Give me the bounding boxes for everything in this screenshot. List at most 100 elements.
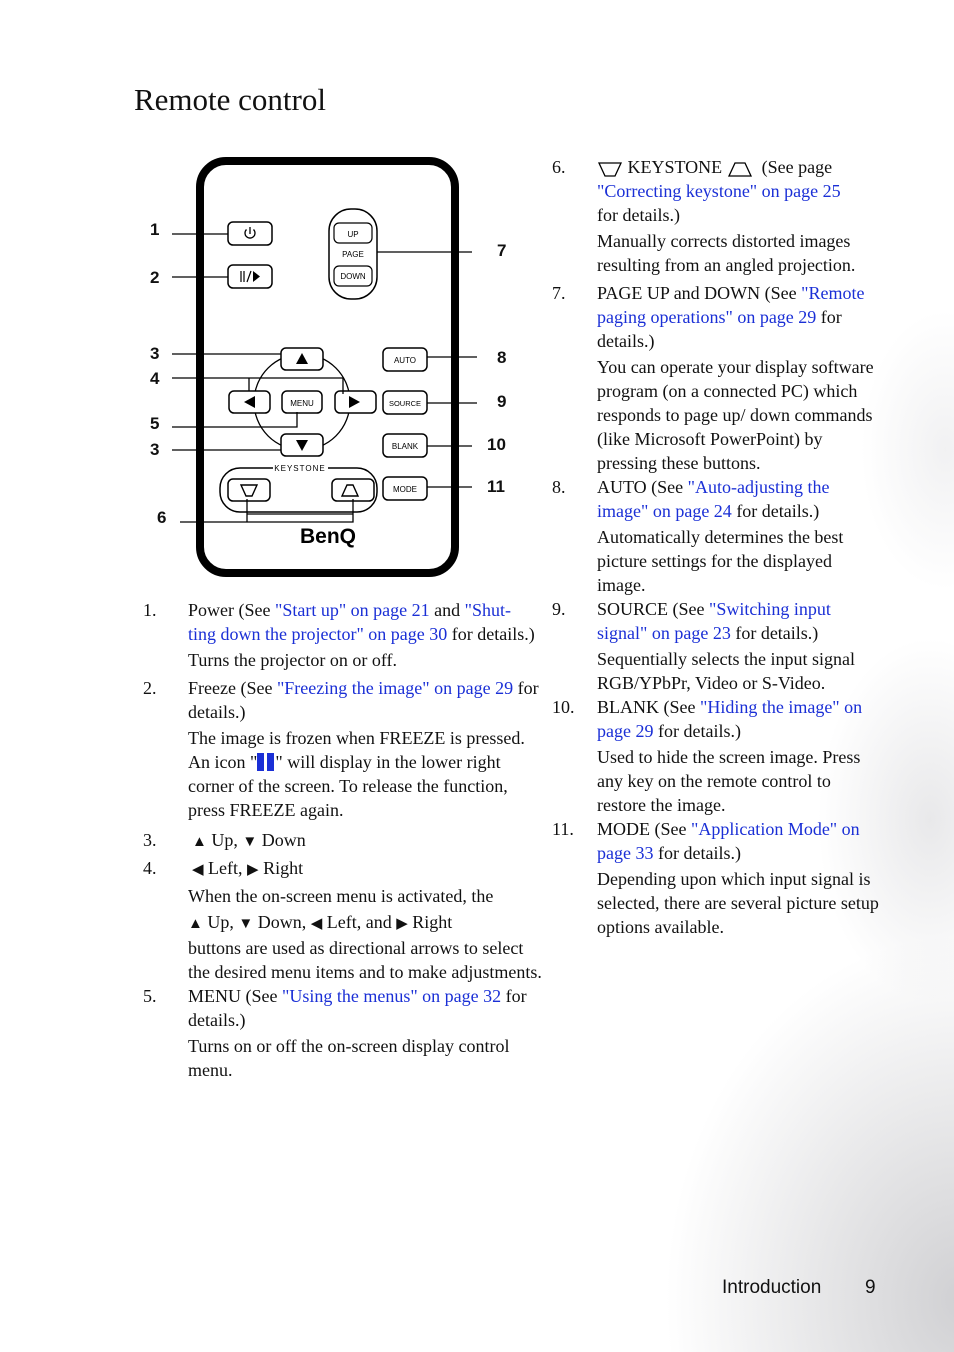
item-6: 6. KEYSTONE (See page "Correcting keysto… (552, 155, 882, 277)
auto-button (382, 347, 428, 372)
item-number: 4. (143, 858, 157, 878)
item-number: 5. (143, 986, 157, 1006)
item-heading-post: for details.) (188, 678, 539, 722)
footer-section: Introduction (722, 1277, 822, 1298)
link-correcting-keystone[interactable]: "Correcting keystone" on page 25 (597, 181, 841, 201)
up-triangle-icon: ▲ (188, 916, 203, 932)
item-description: Manually corrects distorted images resul… (597, 231, 856, 275)
desc-part-2: " will display in the lower right corner… (188, 752, 508, 820)
down-text: Down (257, 912, 302, 932)
item-description: Automatically determines the best pictur… (597, 527, 844, 595)
left-triangle-icon: ◀ (192, 862, 204, 878)
item-description: Turns on or off the on-screen display co… (188, 1036, 510, 1080)
item-10: 10. BLANK (See "Hiding the image" on pag… (552, 695, 882, 817)
item-number: 11. (552, 819, 574, 839)
item-4: 4. ◀ Left, ▶ Right When the on-screen me… (143, 856, 543, 984)
item-heading-post: for details.) (731, 501, 820, 521)
blank-label: BLANK (392, 442, 419, 451)
page-label: PAGE (342, 250, 364, 259)
callout-5: 5 (150, 414, 160, 433)
item-description: Used to hide the screen image. Press any… (597, 747, 861, 815)
power-icon (244, 227, 256, 239)
keystone-down-icon (239, 484, 259, 497)
item-3: 3. ▲ Up, ▼ Down (143, 828, 543, 854)
desc-part-1: The image is frozen when FREEZE is press… (188, 728, 525, 772)
item-1: 1. Power (See "Start up" on page 21 and … (143, 598, 543, 672)
page-title: Remote control (134, 82, 326, 117)
down-triangle-icon: ▼ (242, 834, 258, 850)
item-heading: MODE (See (597, 819, 691, 839)
remote-illustration: UP PAGE DOWN MENU AUTO SOURCE BLANK MODE… (140, 150, 520, 590)
link-remote-paging[interactable]: "Remote paging operations" on page 29 (597, 283, 865, 327)
item-description: Sequentially selects the input signal RG… (597, 649, 855, 693)
down-arrow-icon (296, 440, 308, 451)
item-number: 3. (143, 830, 157, 850)
callout-2: 2 (150, 268, 160, 287)
right-text: Right (412, 912, 453, 932)
item-number: 7. (552, 283, 566, 303)
item-heading: Freeze (See (188, 678, 277, 698)
up-text: Up, (211, 830, 243, 850)
pause-icon (257, 753, 275, 771)
callout-9: 9 (497, 392, 507, 411)
item-number: 6. (552, 157, 566, 177)
keystone-label-bg (273, 462, 328, 474)
direction-line: ▲ Up, ▼ Down, ◀ Left, and ▶ Right (188, 912, 453, 932)
item-heading: (See page (761, 157, 833, 177)
left-arrow-icon (244, 396, 255, 408)
item-description: You can operate your display software pr… (597, 357, 874, 473)
item-heading: MENU (See (188, 986, 282, 1006)
item-description: Depending upon which input signal is sel… (597, 869, 879, 937)
callout-1: 1 (150, 220, 160, 239)
item-heading: Power (See (188, 600, 275, 620)
item-7: 7. PAGE UP and DOWN (See "Remote paging … (552, 281, 882, 475)
auto-label: AUTO (394, 356, 416, 365)
keystone-label: KEYSTONE (274, 464, 325, 473)
menu-button (281, 390, 323, 414)
link-hiding-image[interactable]: "Hiding the image" on page 29 (597, 697, 863, 741)
left-column: 1. Power (See "Start up" on page 21 and … (143, 598, 543, 1082)
callout-8: 8 (497, 348, 507, 367)
and-text: , and (356, 912, 392, 932)
freeze-icon (240, 270, 260, 283)
source-label: SOURCE (389, 399, 421, 408)
callout-lines (172, 233, 477, 523)
callout-7: 7 (497, 241, 507, 260)
remote-drawing: UP PAGE DOWN MENU AUTO SOURCE BLANK MODE… (172, 157, 477, 577)
left-text: Left, (208, 858, 248, 878)
keystone-right-button (331, 478, 375, 502)
keystone-up-icon (727, 162, 752, 177)
right-text: Right (263, 858, 304, 878)
left-triangle-icon: ◀ (310, 916, 323, 932)
callout-3a: 3 (150, 344, 160, 363)
link-switching-input[interactable]: "Switching input signal" on page 23 (597, 599, 831, 643)
item-5: 5. MENU (See "Using the menus" on page 3… (143, 984, 543, 1082)
link-application-mode[interactable]: "Application Mode" on page 33 (597, 819, 860, 863)
link-freezing[interactable]: "Freezing the image" on page 29 (276, 678, 514, 698)
item-number: 2. (143, 678, 157, 698)
item-number: 1. (143, 600, 157, 620)
item-number: 9. (552, 599, 566, 619)
down-triangle-icon: ▼ (238, 916, 254, 932)
link-shutting-down[interactable]: "Shut- ting down the projector" on page … (188, 600, 512, 644)
up-arrow-icon (296, 353, 308, 364)
item-heading-post: for details.) (188, 986, 527, 1030)
item-number: 8. (552, 477, 566, 497)
keystone-down-icon (597, 162, 623, 177)
right-triangle-icon: ▶ (247, 862, 259, 878)
link-start-up[interactable]: "Start up" on page 21 (274, 600, 430, 620)
item-heading-mid: and (429, 600, 465, 620)
page-down-label: DOWN (340, 272, 366, 281)
right-arrow-icon (349, 396, 360, 408)
callout-4: 4 (150, 369, 160, 388)
item-number: 10. (552, 697, 575, 717)
callout-3b: 3 (150, 440, 160, 459)
link-using-menus[interactable]: "Using the menus" on page 32 (281, 986, 502, 1006)
item-heading-post: for details.) (447, 624, 535, 644)
item-heading: PAGE UP and DOWN (See (597, 283, 802, 303)
item-2: 2. Freeze (See "Freezing the image" on p… (143, 676, 543, 822)
link-auto-adjusting[interactable]: "Auto-adjusting the image" on page 24 (597, 477, 830, 521)
item-heading-post: for details.) (653, 843, 741, 863)
item-heading-post: for details.) (597, 307, 842, 351)
brand-logo: BenQ (300, 525, 356, 548)
